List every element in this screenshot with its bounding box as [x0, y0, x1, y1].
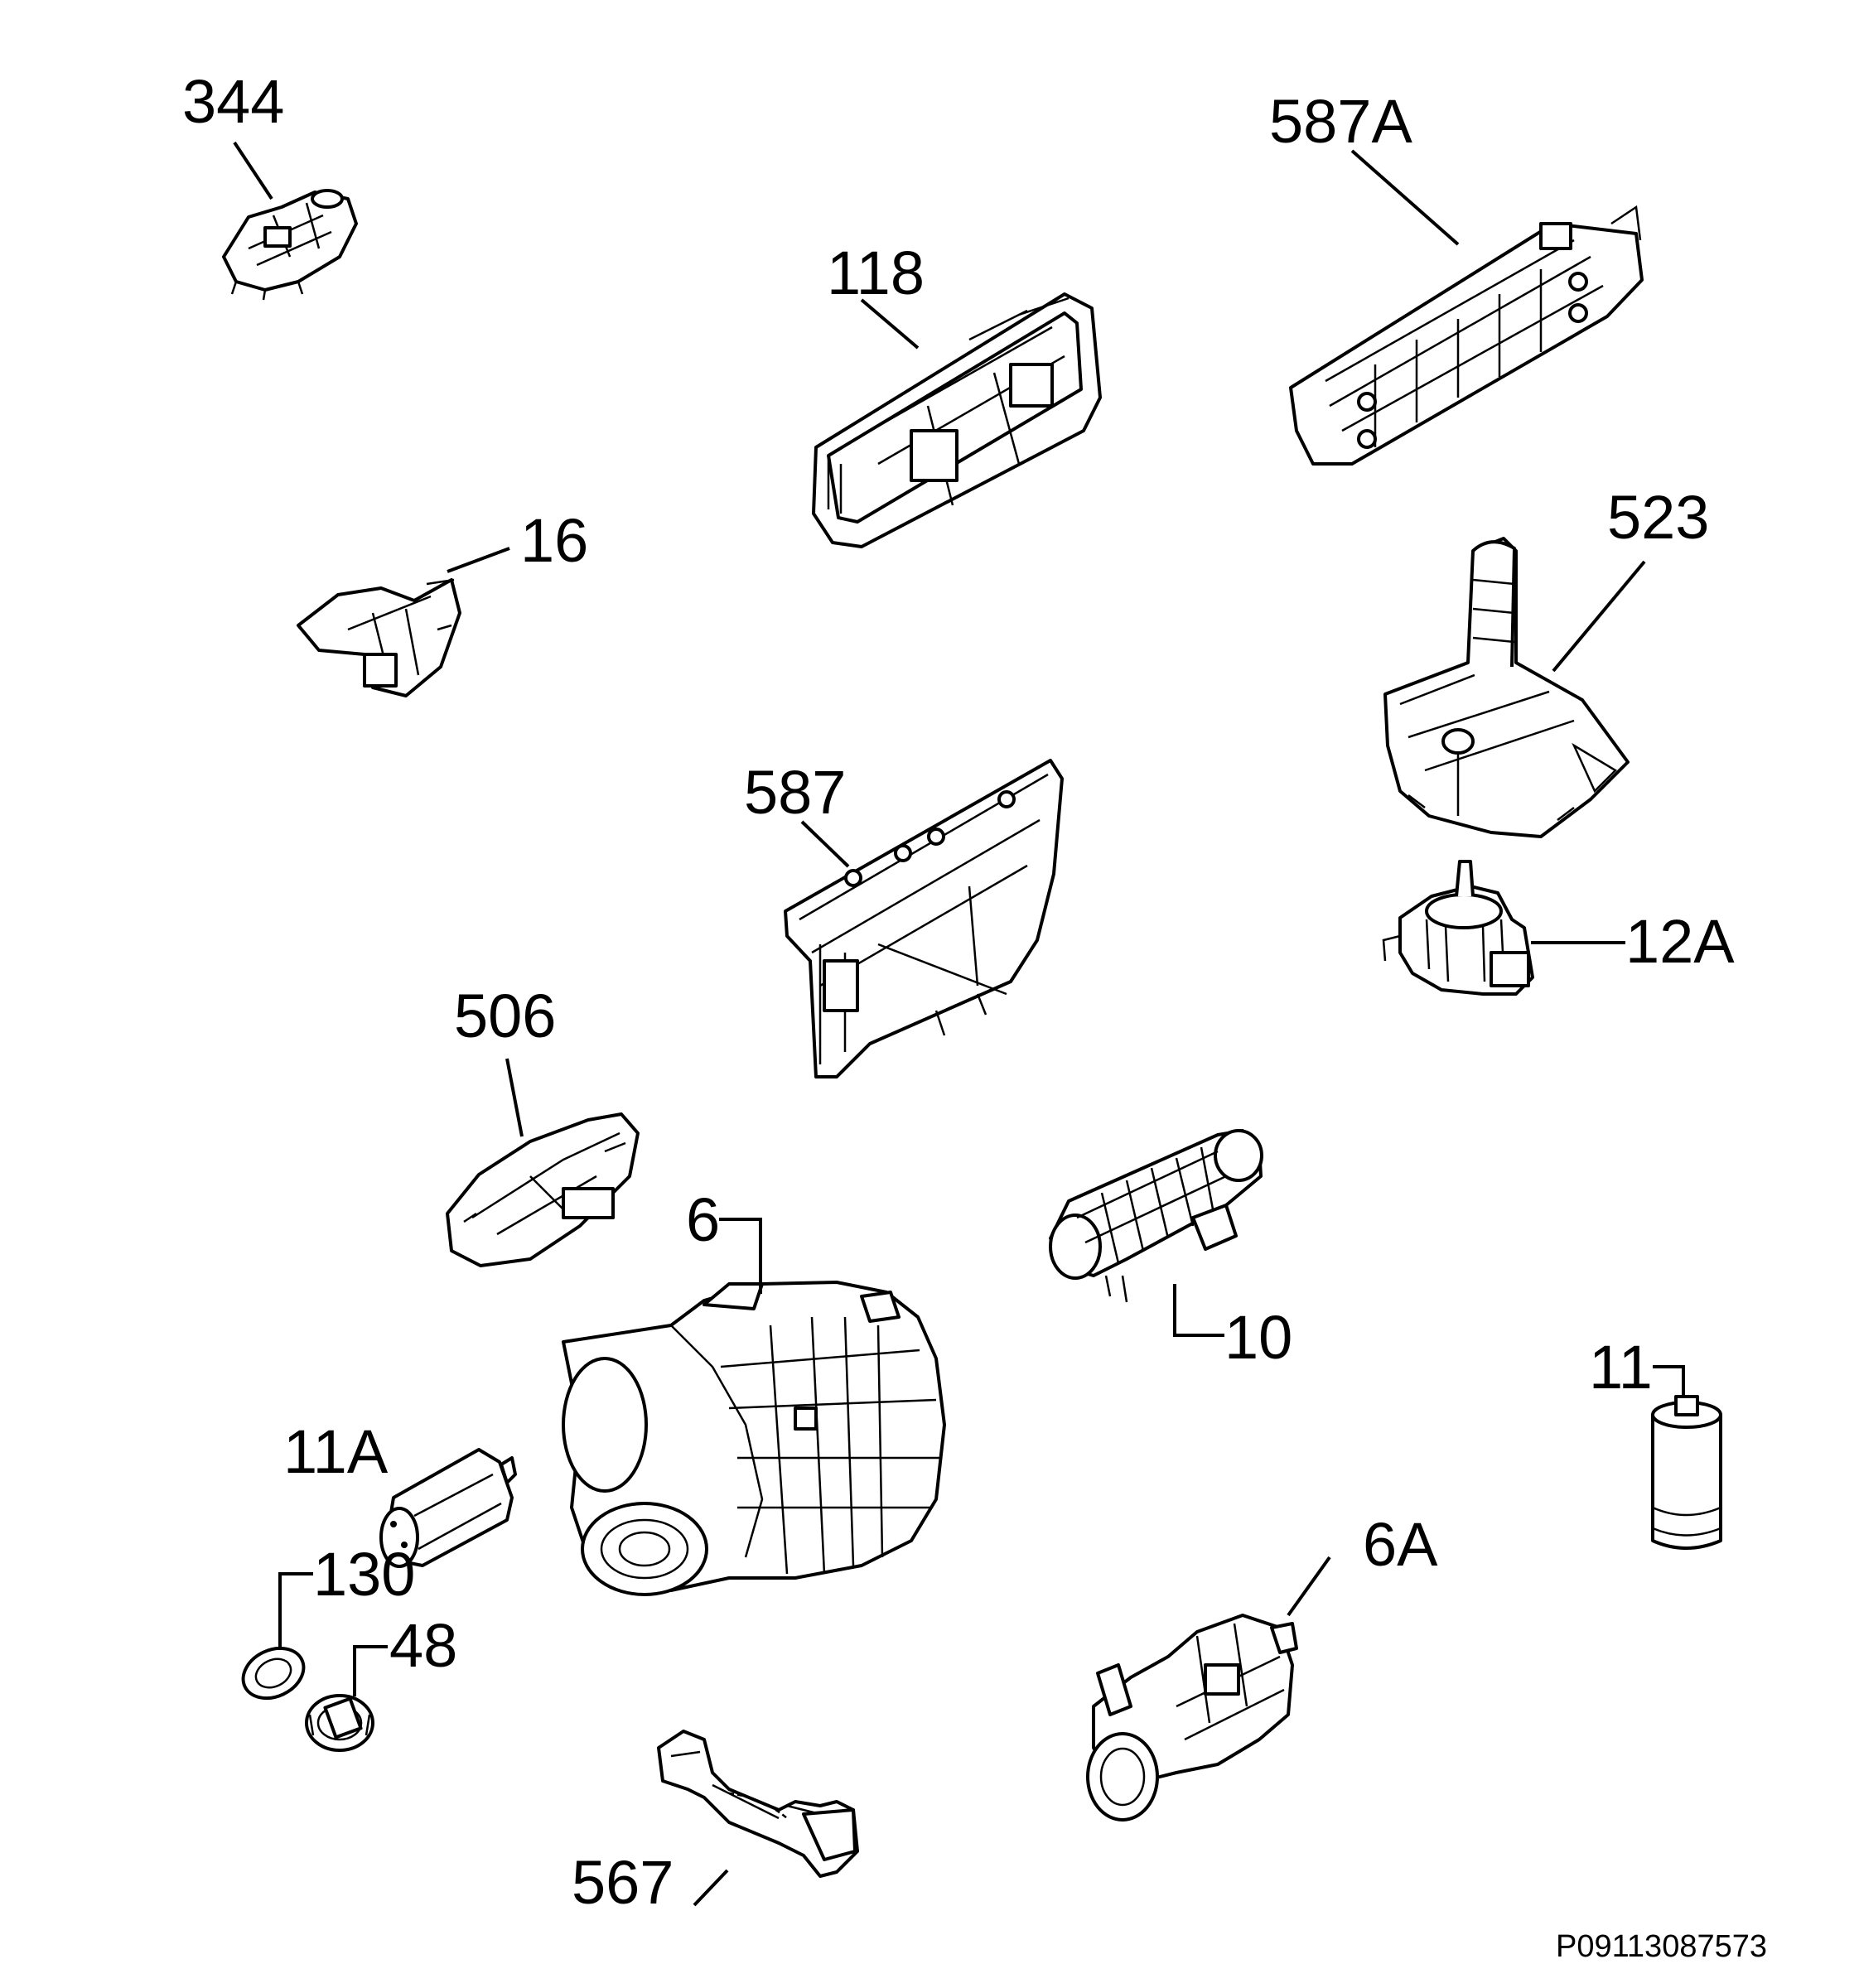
leader-523	[1552, 560, 1646, 673]
label-587A: 587A	[1269, 87, 1412, 156]
leader-10	[1173, 1284, 1224, 1337]
part-11-drawing	[1651, 1395, 1722, 1550]
leader-130	[278, 1572, 313, 1650]
label-11: 11	[1589, 1333, 1653, 1402]
leader-11	[1653, 1365, 1685, 1398]
label-16: 16	[520, 506, 588, 575]
part-567-drawing	[657, 1730, 859, 1878]
part-523-drawing	[1383, 537, 1630, 838]
label-48: 48	[389, 1611, 457, 1680]
leader-344	[233, 141, 273, 200]
label-11A: 11A	[283, 1417, 389, 1486]
part-10-drawing	[1049, 1129, 1263, 1303]
label-587: 587	[744, 758, 846, 827]
leader-6	[719, 1218, 762, 1294]
label-506: 506	[454, 982, 556, 1050]
part-587A-drawing	[1289, 205, 1644, 466]
part-6A-drawing	[1086, 1614, 1298, 1822]
leader-118	[860, 298, 920, 350]
leader-587A	[1350, 149, 1460, 246]
document-id: P09113087573	[1556, 1929, 1767, 1964]
part-11A-drawing	[379, 1448, 517, 1568]
label-6: 6	[686, 1185, 720, 1254]
leader-587	[800, 820, 850, 868]
part-16-drawing	[297, 578, 461, 697]
part-6-drawing	[562, 1281, 946, 1596]
label-118: 118	[827, 239, 925, 307]
label-6A: 6A	[1363, 1510, 1438, 1579]
label-10: 10	[1224, 1303, 1292, 1372]
leader-48	[353, 1645, 388, 1696]
part-118-drawing	[812, 292, 1102, 548]
label-130: 130	[313, 1540, 415, 1609]
part-344-drawing	[222, 189, 358, 301]
label-12A: 12A	[1625, 907, 1735, 976]
part-12A-drawing	[1382, 860, 1534, 996]
part-48-drawing	[305, 1694, 374, 1752]
label-344: 344	[182, 67, 284, 136]
part-130-drawing	[241, 1646, 306, 1701]
leader-567	[693, 1869, 729, 1907]
label-523: 523	[1607, 483, 1709, 552]
leader-16	[447, 547, 510, 573]
leader-506	[505, 1058, 524, 1137]
part-506-drawing	[446, 1112, 640, 1267]
leader-6A	[1287, 1556, 1331, 1617]
part-587-drawing	[784, 759, 1064, 1078]
label-567: 567	[572, 1848, 674, 1917]
